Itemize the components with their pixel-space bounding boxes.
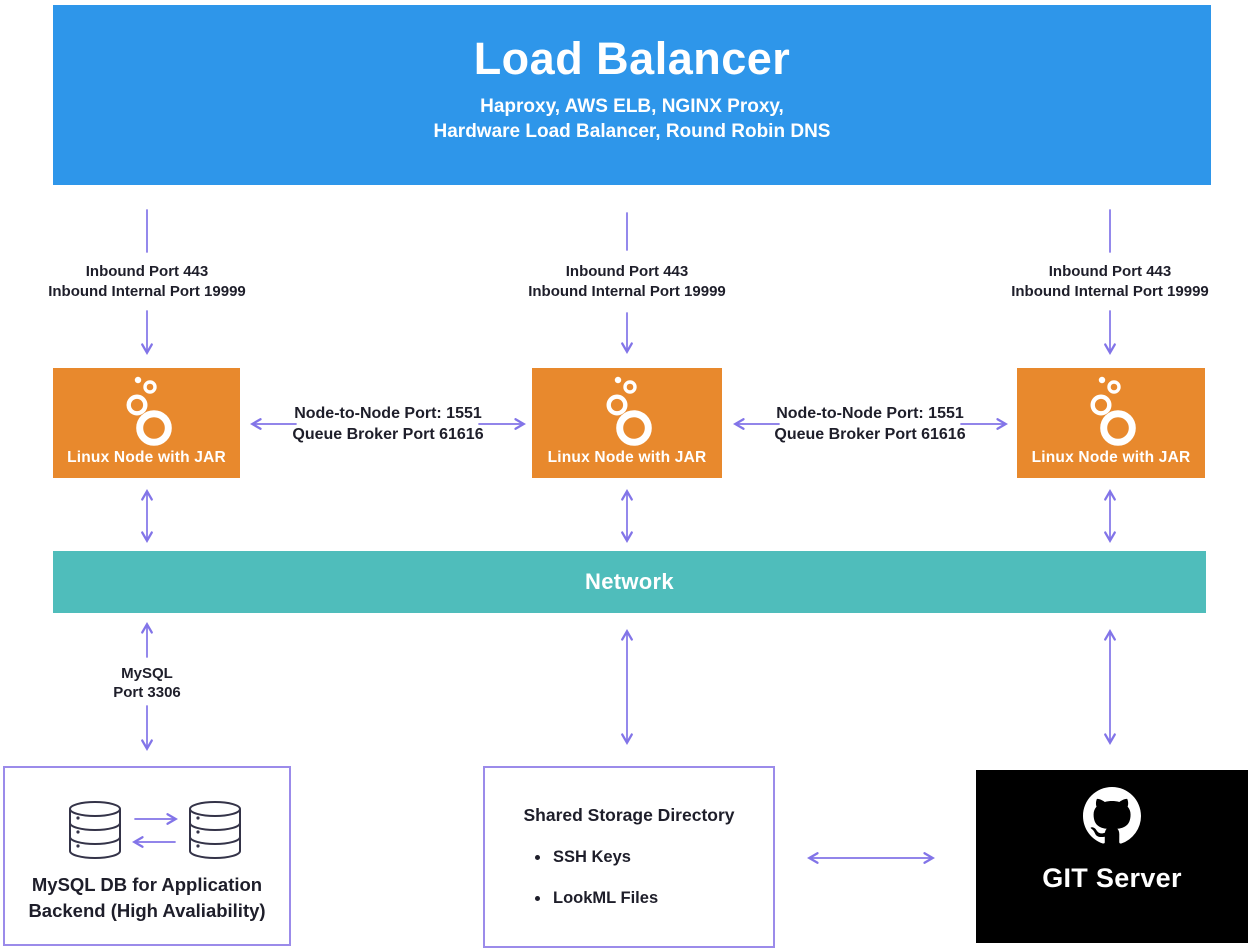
looker-logo-icon (1090, 376, 1136, 446)
shared-storage-title: Shared Storage Directory (523, 805, 735, 825)
mysql-port-label: MySQL Port 3306 (67, 664, 227, 702)
shared-storage-list: SSH Keys LookML Files (533, 848, 658, 930)
database-icon (69, 801, 121, 859)
load-balancer-subtitle-line2: Hardware Load Balancer, Round Robin DNS (433, 120, 831, 142)
load-balancer-box: Load Balancer Haproxy, AWS ELB, NGINX Pr… (53, 5, 1211, 185)
inbound-ports-label-1-line1: Inbound Port 443 (85, 263, 209, 280)
mysql-db-label-line1: MySQL DB for Application (31, 874, 263, 895)
git-server-box: GIT Server (976, 770, 1248, 943)
shared-storage-item-lookml-files: LookML Files (551, 889, 658, 908)
inbound-ports-label-3: Inbound Port 443 Inbound Internal Port 1… (980, 262, 1240, 302)
looker-logo-icon (606, 376, 652, 446)
mysql-port-label-line2: Port 3306 (113, 684, 181, 701)
linux-node-2-label: Linux Node with JAR (547, 449, 707, 466)
inbound-ports-label-3-line2: Inbound Internal Port 19999 (1011, 283, 1209, 300)
inbound-ports-label-1-line2: Inbound Internal Port 19999 (48, 283, 246, 300)
git-server-label: GIT Server (1042, 863, 1182, 893)
inbound-ports-label-3-line1: Inbound Port 443 (1048, 263, 1172, 280)
network-bar: Network (53, 551, 1206, 613)
mysql-db-label: MySQL DB for Application Backend (High A… (5, 872, 289, 924)
inbound-ports-label-2-line1: Inbound Port 443 (565, 263, 689, 280)
mysql-db-label-line2: Backend (High Avaliability) (28, 900, 266, 921)
linux-node-3: Linux Node with JAR (1017, 368, 1205, 478)
github-icon (1083, 787, 1141, 844)
linux-node-1: Linux Node with JAR (53, 368, 240, 478)
node-link-label-2: Node-to-Node Port: 1551 Queue Broker Por… (745, 403, 995, 445)
inbound-ports-label-1: Inbound Port 443 Inbound Internal Port 1… (17, 262, 277, 302)
node-link-label-2-line1: Node-to-Node Port: 1551 (776, 405, 964, 422)
database-icon (189, 801, 241, 859)
looker-logo-icon (125, 376, 172, 446)
mysql-port-label-line1: MySQL (121, 665, 173, 682)
linux-node-1-label: Linux Node with JAR (67, 449, 226, 466)
shared-storage-box: Shared Storage Directory SSH Keys LookML… (483, 766, 775, 948)
node-link-label-1-line1: Node-to-Node Port: 1551 (294, 405, 482, 422)
load-balancer-title: Load Balancer (473, 32, 791, 84)
load-balancer-subtitle: Haproxy, AWS ELB, NGINX Proxy, Hardware … (434, 94, 831, 144)
linux-node-2: Linux Node with JAR (532, 368, 722, 478)
linux-node-3-label: Linux Node with JAR (1031, 449, 1191, 466)
mysql-db-box: MySQL DB for Application Backend (High A… (3, 766, 291, 946)
node-link-label-1: Node-to-Node Port: 1551 Queue Broker Por… (263, 403, 513, 445)
node-link-label-1-line2: Queue Broker Port 61616 (292, 426, 484, 443)
node-link-label-2-line2: Queue Broker Port 61616 (774, 426, 966, 443)
shared-storage-item-ssh-keys: SSH Keys (551, 848, 658, 867)
load-balancer-subtitle-line1: Haproxy, AWS ELB, NGINX Proxy, (480, 95, 784, 117)
inbound-ports-label-2-line2: Inbound Internal Port 19999 (528, 283, 726, 300)
network-label: Network (585, 569, 674, 594)
database-replication-icon (69, 801, 241, 859)
inbound-ports-label-2: Inbound Port 443 Inbound Internal Port 1… (497, 262, 757, 302)
